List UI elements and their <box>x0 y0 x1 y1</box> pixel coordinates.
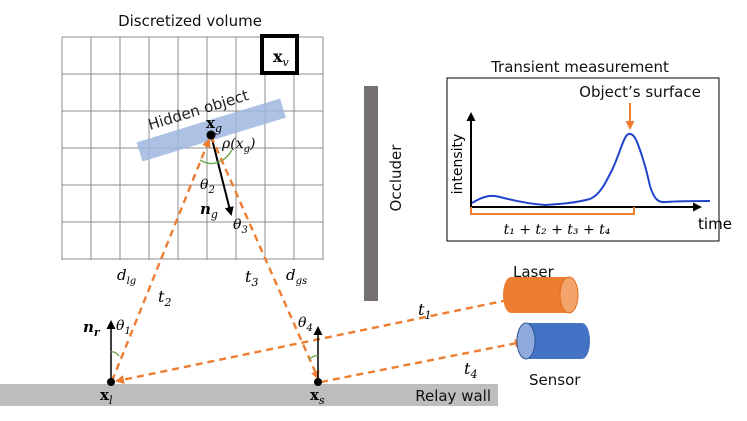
hidden-object <box>136 98 286 162</box>
volume-title: Discretized volume <box>118 12 262 30</box>
theta4-label: θ4 <box>298 315 313 334</box>
point-s <box>314 378 322 386</box>
transient-title: Transient measurement <box>490 58 669 76</box>
time-bracket <box>470 207 635 215</box>
theta2-arc <box>199 159 219 165</box>
sensor-device <box>516 322 590 360</box>
occluder-label: Occluder <box>387 144 405 212</box>
path-t1 <box>115 298 509 384</box>
d-lg-label: dlg <box>117 266 136 287</box>
theta1-label: θ1 <box>116 318 131 337</box>
point-l-label: xl <box>100 386 113 407</box>
point-g-label: xg <box>206 114 222 135</box>
point-s-label: xs <box>310 386 325 407</box>
theta4-arc <box>308 355 319 361</box>
theta2-label: θ2 <box>200 177 215 196</box>
theta1-arc <box>110 351 120 357</box>
t4-label: t4 <box>464 359 477 381</box>
time-sum-label: t₁ + t₂ + t₃ + t₄ <box>504 222 611 238</box>
relay-wall-label: Relay wall <box>415 387 491 405</box>
theta3-arc <box>217 149 233 163</box>
transient-xlabel: time <box>698 215 732 233</box>
theta3-label: θ3 <box>233 217 248 236</box>
t1-label: t1 <box>418 300 431 322</box>
normal-g-label: ng <box>200 200 218 221</box>
path-t4 <box>320 338 524 384</box>
normal-g-arrow <box>210 134 234 216</box>
t2-label: t2 <box>158 287 171 309</box>
surface-label: Object’s surface <box>579 83 701 101</box>
sensor-label: Sensor <box>529 371 581 389</box>
voxel-label: xv <box>273 47 290 69</box>
occluder <box>364 86 378 301</box>
voxel-highlight <box>260 34 299 75</box>
transient-panel <box>446 77 720 242</box>
path-t3 <box>209 135 320 380</box>
relay-wall <box>0 384 498 406</box>
laser-label: Laser <box>513 263 555 281</box>
d-gs-label: dgs <box>286 266 307 287</box>
t3-label: t3 <box>245 267 258 289</box>
point-l <box>107 378 115 386</box>
laser-device <box>503 276 579 314</box>
transient-signal <box>471 132 711 207</box>
albedo-label: ρ(xg) <box>221 136 255 155</box>
path-t2 <box>110 138 211 382</box>
transient-ylabel: intensity <box>450 134 466 195</box>
normal-r-label: nr <box>83 318 101 339</box>
point-g <box>206 130 216 140</box>
